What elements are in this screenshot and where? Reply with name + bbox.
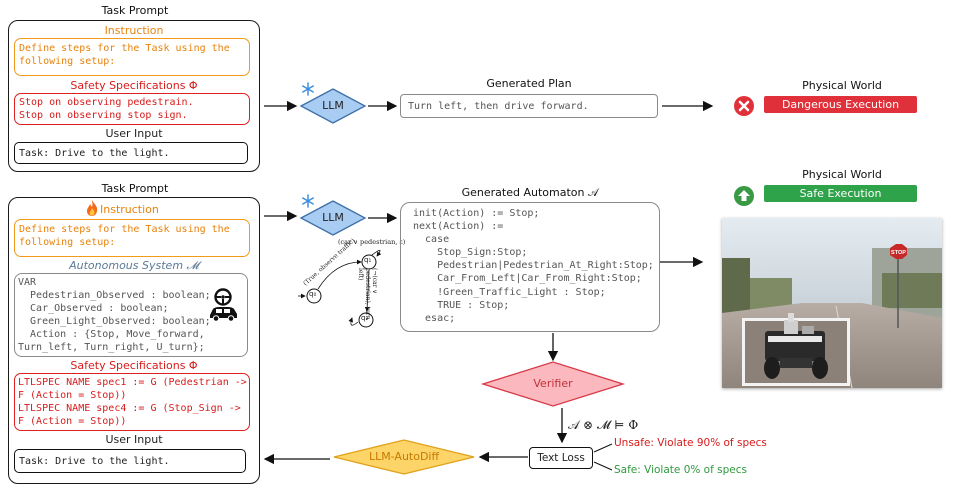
llm-diamond-top <box>299 88 367 124</box>
edge-label-right: (¬(car ∨ pedestrian), turn left) <box>357 268 378 320</box>
top-instruction-text: Define steps for the Task using the foll… <box>19 43 230 67</box>
bottom-system-header: Autonomous System 𝓜 <box>69 259 199 272</box>
safe-execution-banner: Safe Execution <box>764 185 917 202</box>
llm-label-bottom: LLM <box>322 211 344 224</box>
node-q0 <box>306 288 322 304</box>
snowflake-icon <box>301 193 315 208</box>
photo-stop-sign-text: STOP <box>891 250 906 256</box>
top-safety-text: Stop on observing pedestrain. Stop on ob… <box>19 97 194 121</box>
bottom-safety-header: Safety Specifications Φ <box>70 359 198 372</box>
plan-box: Turn left, then drive forward. <box>400 94 658 118</box>
top-safety-box: Stop on observing pedestrain. Stop on ob… <box>14 93 250 125</box>
autonomous-system-box: VAR Pedestrian_Observed : boolean; Car_O… <box>14 273 248 357</box>
bottom-user-input-text: Task: Drive to the light. <box>19 456 170 467</box>
top-instruction-box: Define steps for the Task using the foll… <box>14 38 250 76</box>
world-title-bottom: Physical World <box>802 168 882 181</box>
automaton-graph <box>298 249 382 328</box>
bottom-user-input-box: Task: Drive to the light. <box>14 449 246 473</box>
up-arrow-circle-icon <box>733 185 755 207</box>
verify-formula: 𝒜 ⊗ 𝓜 ⊨ Φ <box>568 418 638 433</box>
top-user-input-text: Task: Drive to the light. <box>19 148 170 159</box>
node-q2 <box>358 312 374 328</box>
safe-label: Safe: Violate 0% of specs <box>614 464 747 476</box>
x-circle-icon <box>733 95 755 117</box>
top-safety-header: Safety Specifications Φ <box>70 79 198 92</box>
top-user-input-box: Task: Drive to the light. <box>14 142 248 164</box>
node-q0-label: q₀ <box>309 290 317 298</box>
autonomous-system-text: VAR Pedestrian_Observed : boolean; Car_O… <box>18 277 211 353</box>
bottom-instruction-header: Instruction <box>100 203 159 216</box>
automaton-box: init(Action) := Stop; next(Action) := ca… <box>400 202 660 332</box>
bottom-task-prompt-panel <box>8 197 260 484</box>
top-task-prompt-panel <box>8 20 260 172</box>
verify-formula-text: 𝒜 ⊗ 𝓜 ⊨ Φ <box>568 418 639 432</box>
llm-label-top: LLM <box>322 99 344 112</box>
text-loss-box: Text Loss <box>529 447 593 469</box>
edge-label-top: (car ∨ pedestrian, ε) <box>338 238 406 246</box>
autodiff-label: LLM-AutoDiff <box>368 450 440 463</box>
dangerous-execution-banner: Dangerous Execution <box>764 96 917 113</box>
plan-title: Generated Plan <box>486 77 572 90</box>
top-user-input-header: User Input <box>105 127 163 140</box>
node-q2-label: q₂ <box>361 314 369 322</box>
world-title-top: Physical World <box>802 79 882 92</box>
steering-car-icon <box>207 288 239 322</box>
automaton-text: init(Action) := Stop; next(Action) := ca… <box>413 208 654 324</box>
robot-street-photo: STOP <box>722 218 942 388</box>
node-q1 <box>361 254 377 270</box>
bottom-instruction-text: Define steps for the Task using the foll… <box>19 224 230 248</box>
top-instruction-header: Instruction <box>104 24 164 37</box>
llm-diamond-bottom <box>299 200 367 236</box>
node-q1-label: q₁ <box>364 256 372 264</box>
automaton-title: Generated Automaton 𝒜 <box>461 186 599 199</box>
unsafe-label: Unsafe: Violate 90% of specs <box>614 437 767 449</box>
snowflake-icon <box>301 81 315 96</box>
bottom-safety-box: LTLSPEC NAME spec1 := G (Pedestrian -> F… <box>14 373 250 431</box>
verifier-diamond <box>480 361 626 407</box>
bottom-safety-text: LTLSPEC NAME spec1 := G (Pedestrian -> F… <box>18 377 247 427</box>
verifier-label: Verifier <box>533 377 573 390</box>
autodiff-diamond <box>333 439 475 475</box>
bottom-user-input-header: User Input <box>105 433 163 446</box>
top-panel-title: Task Prompt <box>101 4 169 17</box>
bottom-panel-title: Task Prompt <box>101 182 169 195</box>
bottom-instruction-box: Define steps for the Task using the foll… <box>14 219 250 257</box>
fire-icon <box>84 199 100 217</box>
plan-text: Turn left, then drive forward. <box>408 101 589 112</box>
